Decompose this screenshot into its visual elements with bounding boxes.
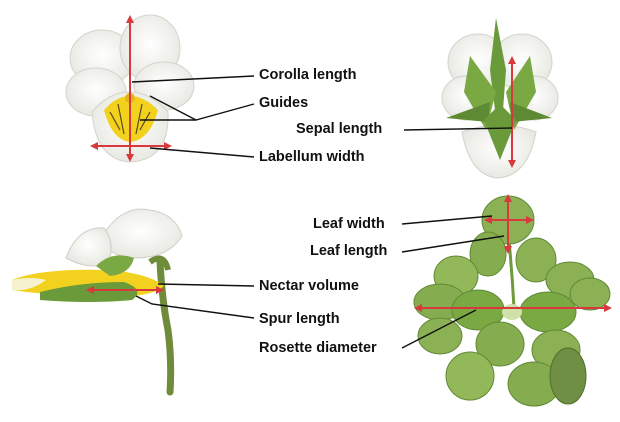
label-nectar-volume: Nectar volume [259, 278, 359, 294]
leader-nectar-volume [157, 283, 255, 287]
leader-rosette-diameter [401, 309, 477, 349]
label-labellum-width: Labellum width [259, 149, 365, 165]
label-corolla-length: Corolla length [259, 67, 357, 83]
leader-leaf-width [401, 215, 493, 225]
rosette-plant [413, 195, 611, 407]
label-spur-length: Spur length [259, 311, 340, 327]
leader-labellum-width [149, 147, 255, 158]
label-guides: Guides [259, 95, 309, 111]
leader-spur-length [135, 295, 255, 319]
label-rosette-diameter: Rosette diameter [259, 340, 377, 356]
label-sepal-length: Sepal length [296, 121, 383, 137]
label-leaf-length: Leaf length [310, 243, 388, 259]
flower-back-view [441, 18, 559, 179]
leader-corolla-length [131, 75, 255, 83]
leader-sepal-length [403, 127, 513, 131]
label-leaf-width: Leaf width [313, 216, 385, 232]
leader-leaf-length [401, 235, 505, 253]
flower-side-view [12, 208, 183, 396]
